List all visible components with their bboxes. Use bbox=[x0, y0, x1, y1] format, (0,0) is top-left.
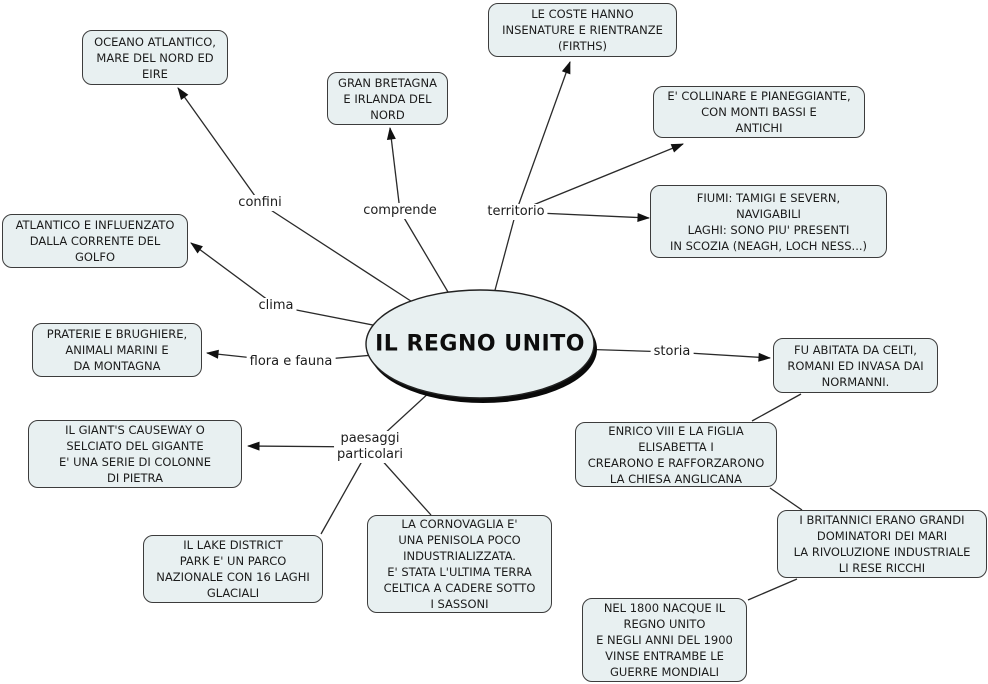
link-label-paesaggi-particolari[interactable]: paesaggi particolari bbox=[334, 431, 406, 463]
link-label-storia[interactable]: storia bbox=[650, 344, 694, 360]
connector-line bbox=[747, 578, 798, 601]
node-lake-district[interactable]: IL LAKE DISTRICT PARK E' UN PARCO NAZION… bbox=[143, 535, 323, 603]
node-cornovaglia[interactable]: LA CORNOVAGLIA E' UNA PENISOLA POCO INDU… bbox=[367, 515, 552, 613]
node-collinare-pianeggiante[interactable]: E' COLLINARE E PIANEGGIANTE, CON MONTI B… bbox=[653, 86, 865, 138]
node-praterie-brughiere[interactable]: PRATERIE E BRUGHIERE, ANIMALI MARINI E D… bbox=[32, 323, 202, 377]
connector-line bbox=[769, 487, 803, 511]
node-giants-causeway[interactable]: IL GIANT'S CAUSEWAY O SELCIATO DEL GIGAN… bbox=[28, 420, 242, 488]
connector-line bbox=[751, 393, 802, 422]
link-label-clima[interactable]: clima bbox=[255, 298, 297, 314]
center-node-title[interactable]: IL REGNO UNITO bbox=[375, 331, 585, 357]
connector-arrow bbox=[515, 143, 684, 213]
connector-arrow bbox=[190, 242, 277, 307]
link-label-territorio[interactable]: territorio bbox=[484, 204, 548, 220]
node-le-coste[interactable]: LE COSTE HANNO INSENATURE E RIENTRANZE (… bbox=[488, 3, 677, 57]
node-britannici-dominatori[interactable]: I BRITANNICI ERANO GRANDI DOMINATORI DEI… bbox=[777, 510, 987, 578]
link-label-flora-e-fauna[interactable]: flora e fauna bbox=[246, 354, 336, 370]
node-nel-1800[interactable]: NEL 1800 NACQUE IL REGNO UNITO E NEGLI A… bbox=[582, 598, 747, 682]
center-node-ellipse[interactable] bbox=[365, 289, 595, 399]
node-fu-abitata[interactable]: FU ABITATA DA CELTI, ROMANI ED INVASA DA… bbox=[773, 338, 938, 393]
node-oceano-atlantico[interactable]: OCEANO ATLANTICO, MARE DEL NORD ED EIRE bbox=[82, 30, 228, 85]
connector-arrow bbox=[386, 127, 401, 212]
connector-arrow bbox=[515, 61, 571, 213]
node-fiumi-laghi[interactable]: FIUMI: TAMIGI E SEVERN, NAVIGABILI LAGHI… bbox=[650, 185, 887, 258]
link-label-comprende[interactable]: comprende bbox=[360, 203, 440, 219]
link-label-confini[interactable]: confini bbox=[235, 195, 285, 211]
node-enrico-viii[interactable]: ENRICO VIII E LA FIGLIA ELISABETTA I CRE… bbox=[575, 422, 777, 487]
node-gran-bretagna[interactable]: GRAN BRETAGNA E IRLANDA DEL NORD bbox=[327, 72, 448, 125]
connector-arrow bbox=[177, 87, 261, 204]
node-atlantico-corrente-golfo[interactable]: ATLANTICO E INFLUENZATO DALLA CORRENTE D… bbox=[2, 214, 188, 268]
